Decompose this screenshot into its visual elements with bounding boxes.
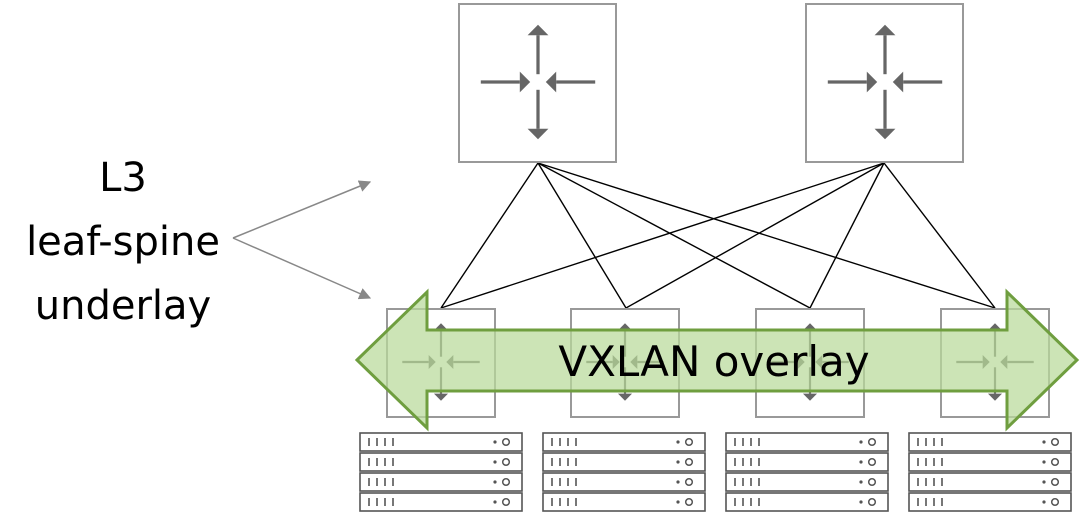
rack-server-icon: [359, 492, 523, 512]
rack-server-icon: [725, 432, 889, 452]
spine-leaf-links: [440, 162, 996, 309]
rack-server-icon: [908, 472, 1072, 492]
rack-server-icon: [542, 432, 706, 452]
server-racks: [359, 432, 1072, 512]
server-rack-2: [542, 432, 706, 512]
rack-server-icon: [908, 492, 1072, 512]
link: [537, 162, 811, 309]
rack-server-icon: [359, 432, 523, 452]
router-arrows-icon: [827, 24, 943, 140]
link: [625, 162, 885, 309]
link: [883, 162, 996, 309]
rack-server-icon: [725, 472, 889, 492]
server-rack-4: [908, 432, 1072, 512]
pointer-arrow-to-spine: [232, 180, 372, 239]
rack-server-icon: [908, 452, 1072, 472]
link: [537, 162, 996, 309]
vxlan-overlay-arrow: VXLAN overlay: [354, 288, 1080, 432]
rack-server-icon: [542, 492, 706, 512]
link: [440, 162, 885, 309]
spine-switches: [458, 3, 964, 163]
underlay-label: L3 leaf-spine underlay: [26, 155, 372, 329]
pointer-arrow-to-leaf: [232, 237, 372, 300]
rack-server-icon: [542, 452, 706, 472]
spine-switch-1: [458, 3, 617, 163]
overlay-label: VXLAN overlay: [558, 337, 869, 386]
spine-switch-2: [805, 3, 964, 163]
rack-server-icon: [542, 472, 706, 492]
link: [809, 162, 885, 309]
link: [537, 162, 627, 309]
rack-server-icon: [359, 452, 523, 472]
overlay-double-arrow-icon: [354, 288, 1080, 432]
server-rack-1: [359, 432, 523, 512]
router-arrows-icon: [480, 24, 596, 140]
rack-server-icon: [359, 472, 523, 492]
link: [440, 162, 539, 309]
rack-server-icon: [725, 452, 889, 472]
rack-server-icon: [908, 432, 1072, 452]
server-rack-3: [725, 432, 889, 512]
underlay-label-line1: L3: [99, 155, 147, 201]
underlay-label-line3: underlay: [35, 283, 211, 329]
underlay-label-line2: leaf-spine: [26, 219, 220, 265]
rack-server-icon: [725, 492, 889, 512]
